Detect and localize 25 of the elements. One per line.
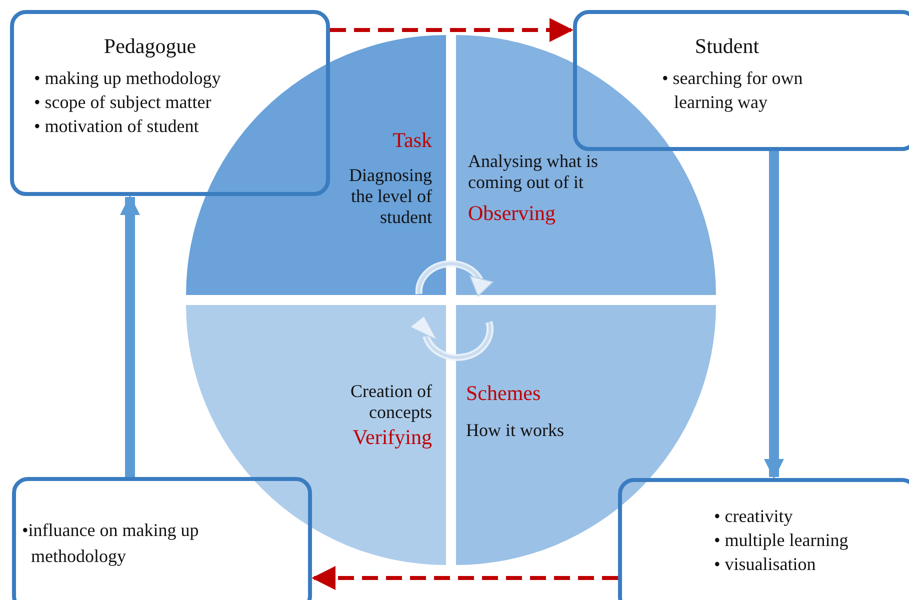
text-box xyxy=(618,478,909,600)
phase-text: Analysing what is coming out of it xyxy=(468,151,599,193)
bullet-item: • multiple learning xyxy=(714,529,850,552)
box-heading: Pedagogue xyxy=(102,36,198,57)
phase-text: How it works xyxy=(466,420,565,441)
arrow xyxy=(764,151,784,479)
box-heading: Student xyxy=(694,36,760,57)
text-box xyxy=(10,10,330,196)
bullet-item: • searching for own learning way xyxy=(662,67,804,114)
bullet-item: •influance on making up methodology xyxy=(22,519,200,568)
bullet-item: • making up methodology xyxy=(34,67,222,90)
arrow xyxy=(120,195,140,477)
phase-text: Diagnosing the level of student xyxy=(348,165,432,228)
phase-heading: Verifying xyxy=(352,427,432,448)
phase-text: Creation of concepts xyxy=(350,381,432,423)
bullet-item: • scope of subject matter xyxy=(34,91,212,114)
bullet-item: • visualisation xyxy=(714,553,817,576)
bullet-item: • motivation of student xyxy=(34,115,200,138)
phase-heading: Task xyxy=(392,130,432,151)
text-box xyxy=(12,477,312,600)
bullet-item: • creativity xyxy=(714,505,794,528)
dashed-arrow xyxy=(312,566,618,590)
dashed-arrow xyxy=(330,18,574,42)
phase-heading: Schemes xyxy=(466,383,542,404)
phase-heading: Observing xyxy=(468,203,556,224)
